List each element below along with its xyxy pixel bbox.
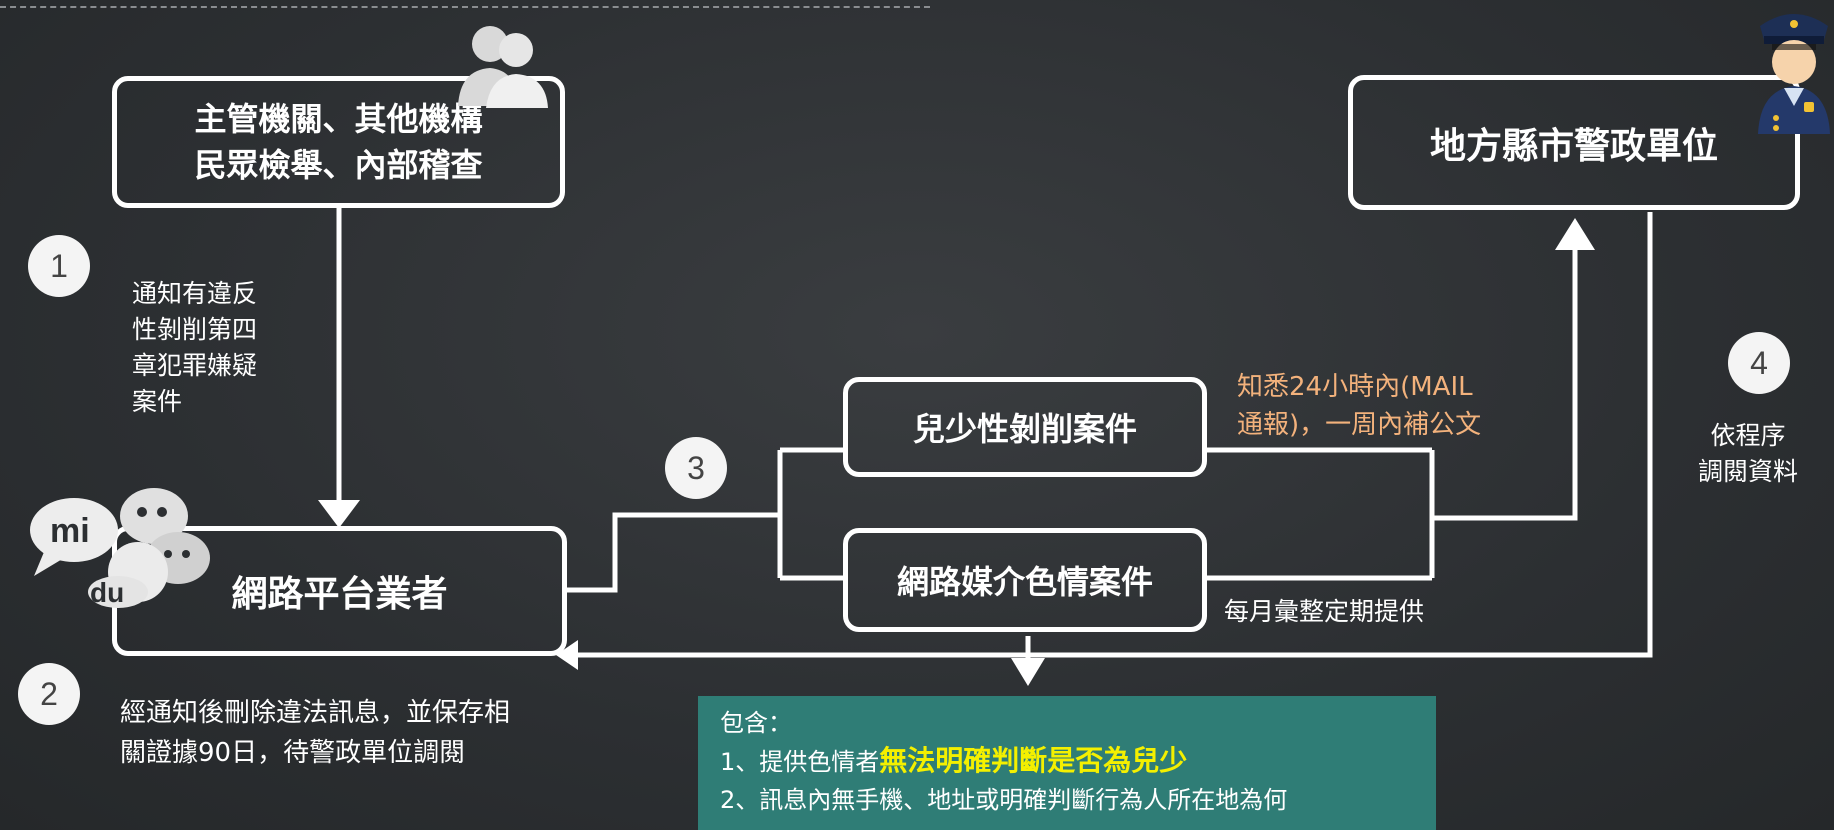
arrow-cases-to-police xyxy=(1432,245,1578,521)
step-1-note-line: 章犯罪嫌疑 xyxy=(132,351,258,380)
step-3-number: 3 xyxy=(687,449,705,486)
step-3-badge: 3 xyxy=(665,437,727,499)
police-officer-icon xyxy=(1758,14,1830,134)
child-case-box: 兒少性剝削案件 xyxy=(843,377,1207,477)
step-2-number: 2 xyxy=(40,675,58,712)
authority-box: 主管機關、其他機構 民眾檢舉、內部稽查 xyxy=(112,76,565,208)
report-24h-note: 知悉24小時內(MAIL 通報)，一周內補公文 xyxy=(1237,368,1481,444)
step-1-note-line: 性剝削第四 xyxy=(132,315,258,344)
info-item-1: 1、提供色情者無法明確判斷是否為兒少 xyxy=(720,742,1414,781)
arrowhead-left-platform xyxy=(556,640,578,670)
platform-box: 網路平台業者 xyxy=(112,526,567,656)
logo-mi-text: mi xyxy=(50,512,90,550)
arrowhead-up-police xyxy=(1555,218,1595,250)
step-2-note-line: 關證據90日，待警政單位調閱 xyxy=(120,738,466,768)
step-4-note: 依程序 調閱資料 xyxy=(1698,418,1798,490)
step-4-note-line: 調閱資料 xyxy=(1698,457,1799,486)
authority-line-1: 主管機關、其他機構 xyxy=(194,100,483,138)
arrowhead-down-platform xyxy=(318,500,360,528)
step-2-note: 經通知後刪除違法訊息，並保存相 關證據90日，待警政單位調閱 xyxy=(120,693,510,773)
step-1-number: 1 xyxy=(50,247,68,284)
media-case-label: 網路媒介色情案件 xyxy=(896,563,1153,601)
monthly-note: 每月彙整定期提供 xyxy=(1224,594,1424,630)
chat-bubbles-icon: mi du xyxy=(30,488,210,608)
step-4-number: 4 xyxy=(1750,344,1768,381)
info-item-1-prefix: 1、提供色情者 xyxy=(720,748,880,776)
step-2-note-line: 經通知後刪除違法訊息，並保存相 xyxy=(120,698,511,728)
people-group-icon xyxy=(458,26,548,108)
monthly-note-text: 每月彙整定期提供 xyxy=(1224,597,1425,626)
info-item-1-highlight: 無法明確判斷是否為兒少 xyxy=(879,744,1188,777)
police-box: 地方縣市警政單位 xyxy=(1348,75,1800,210)
police-box-label: 地方縣市警政單位 xyxy=(1429,125,1718,167)
arrow-police-to-platform xyxy=(575,212,1653,658)
media-case-box: 網路媒介色情案件 xyxy=(843,528,1207,632)
step-1-note: 通知有違反 性剝削第四 章犯罪嫌疑 案件 xyxy=(132,276,257,420)
step-4-badge: 4 xyxy=(1728,332,1790,394)
info-heading: 包含： xyxy=(720,709,792,737)
arrowhead-down-infobox xyxy=(1011,658,1045,686)
report-24h-line: 通報)，一周內補公文 xyxy=(1237,410,1482,440)
step-1-badge: 1 xyxy=(28,235,90,297)
step-1-note-line: 案件 xyxy=(132,387,183,416)
info-item-2: 2、訊息內無手機、地址或明確判斷行為人所在地為何 xyxy=(720,786,1288,814)
platform-box-label: 網路平台業者 xyxy=(231,574,448,615)
step-1-note-line: 通知有違反 xyxy=(132,279,258,308)
info-box: 包含： 1、提供色情者無法明確判斷是否為兒少 2、訊息內無手機、地址或明確判斷行… xyxy=(698,696,1436,830)
report-24h-line: 知悉24小時內(MAIL xyxy=(1237,372,1473,402)
logo-du-text: du xyxy=(90,577,124,608)
connector-platform-to-branch xyxy=(565,512,780,593)
top-dashed-divider xyxy=(0,6,930,8)
child-case-label: 兒少性剝削案件 xyxy=(912,410,1137,448)
step-4-note-line: 依程序 xyxy=(1710,421,1786,450)
step-2-badge: 2 xyxy=(18,663,80,725)
authority-line-2: 民眾檢舉、內部稽查 xyxy=(194,146,483,184)
